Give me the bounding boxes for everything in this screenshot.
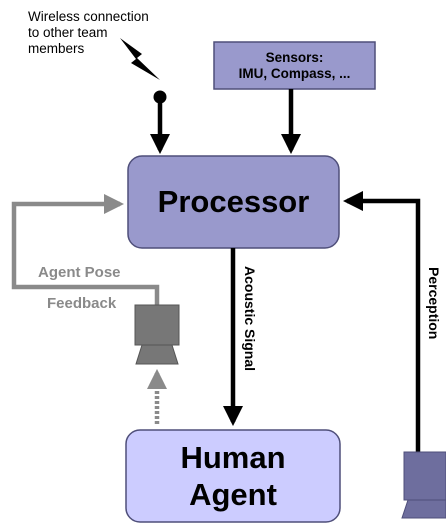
acoustic-signal-label: Acoustic Signal xyxy=(242,266,258,372)
pose-camera-icon xyxy=(134,304,180,365)
sensors-box xyxy=(213,41,376,90)
antenna-dot xyxy=(153,90,167,104)
sensors-label-line2: IMU, Compass, ... xyxy=(238,65,351,81)
wireless-connection-label: Wireless connection to other team member… xyxy=(28,9,188,57)
human-agent-label-line1: Human xyxy=(180,440,286,475)
sensors-label: Sensors: IMU, Compass, ... xyxy=(214,42,375,89)
perception-label: Perception xyxy=(426,267,442,340)
wireless-label-line1: Wireless connection xyxy=(28,9,149,24)
lightning-bolt-icon xyxy=(120,38,160,80)
human-agent-label: Human Agent xyxy=(126,430,340,522)
human-agent-box xyxy=(125,429,341,523)
sensors-label-line1: Sensors: xyxy=(265,49,324,65)
agent-pose-label: Agent Pose xyxy=(38,264,121,281)
feedback-label: Feedback xyxy=(47,295,117,312)
perception-camera-icon xyxy=(401,451,446,519)
processor-label: Processor xyxy=(157,184,310,219)
human-agent-label-line2: Agent xyxy=(189,477,277,512)
perception-arrow xyxy=(342,190,421,452)
wireless-label-line2: to other team xyxy=(28,25,108,40)
wireless-label-line3: members xyxy=(28,41,85,56)
agent-pose-feedback-arrow xyxy=(11,193,160,305)
